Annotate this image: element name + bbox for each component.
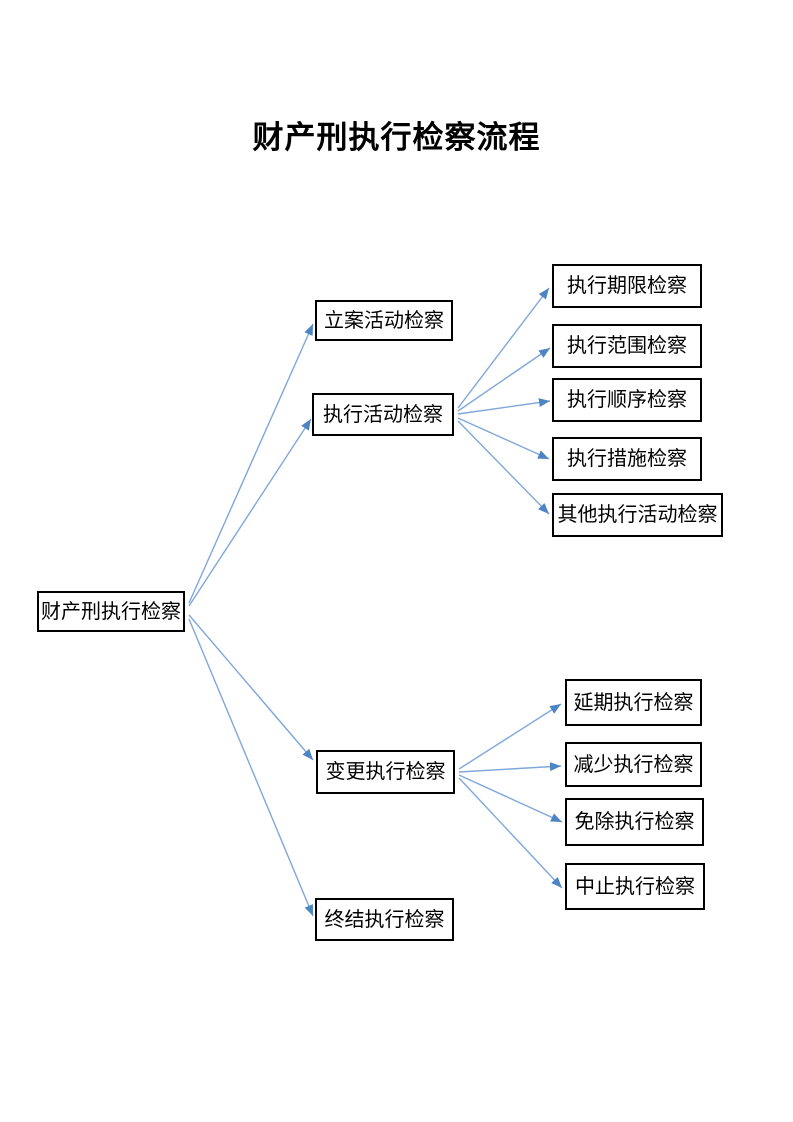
node-suspended-execution: 中止执行检察 — [565, 863, 705, 910]
node-other-execution-activity: 其他执行活动检察 — [552, 493, 723, 537]
arrow-modification-to-reduced — [458, 762, 562, 773]
arrow-modification-to-postponed — [458, 703, 562, 770]
node-execution-termination: 终结执行检察 — [315, 898, 454, 941]
page-title: 财产刑执行检察流程 — [252, 120, 541, 155]
arrow-modification-to-exempted — [458, 774, 563, 823]
arrow-execution-activity-to-measures — [457, 417, 550, 460]
node-case-filing-activity: 立案活动检察 — [315, 300, 453, 341]
node-reduced-execution: 减少执行检察 — [565, 742, 702, 787]
arrow-modification-to-suspended — [458, 777, 563, 889]
node-postponed-execution: 延期执行检察 — [565, 679, 702, 726]
arrow-execution-activity-to-scope — [457, 347, 551, 412]
node-execution-scope: 执行范围检察 — [552, 324, 702, 368]
node-exempted-execution: 免除执行检察 — [565, 798, 704, 846]
node-execution-time-limit: 执行期限检察 — [552, 264, 702, 308]
node-execution-activity: 执行活动检察 — [312, 393, 454, 436]
arrow-execution-activity-to-order — [457, 398, 551, 415]
arrow-execution-activity-to-other-activity — [457, 420, 550, 515]
arrow-root-to-case-filing-activity — [188, 323, 314, 604]
arrow-root-to-execution-activity — [188, 418, 312, 607]
arrow-root-to-execution-modification — [188, 614, 314, 761]
node-execution-order: 执行顺序检察 — [552, 378, 702, 422]
arrow-execution-activity-to-time-limit — [457, 287, 550, 409]
node-execution-modification: 变更执行检察 — [316, 750, 455, 794]
node-root: 财产刑执行检察 — [37, 591, 185, 632]
node-execution-measures: 执行措施检察 — [552, 437, 702, 481]
arrow-root-to-execution-termination — [188, 618, 314, 917]
